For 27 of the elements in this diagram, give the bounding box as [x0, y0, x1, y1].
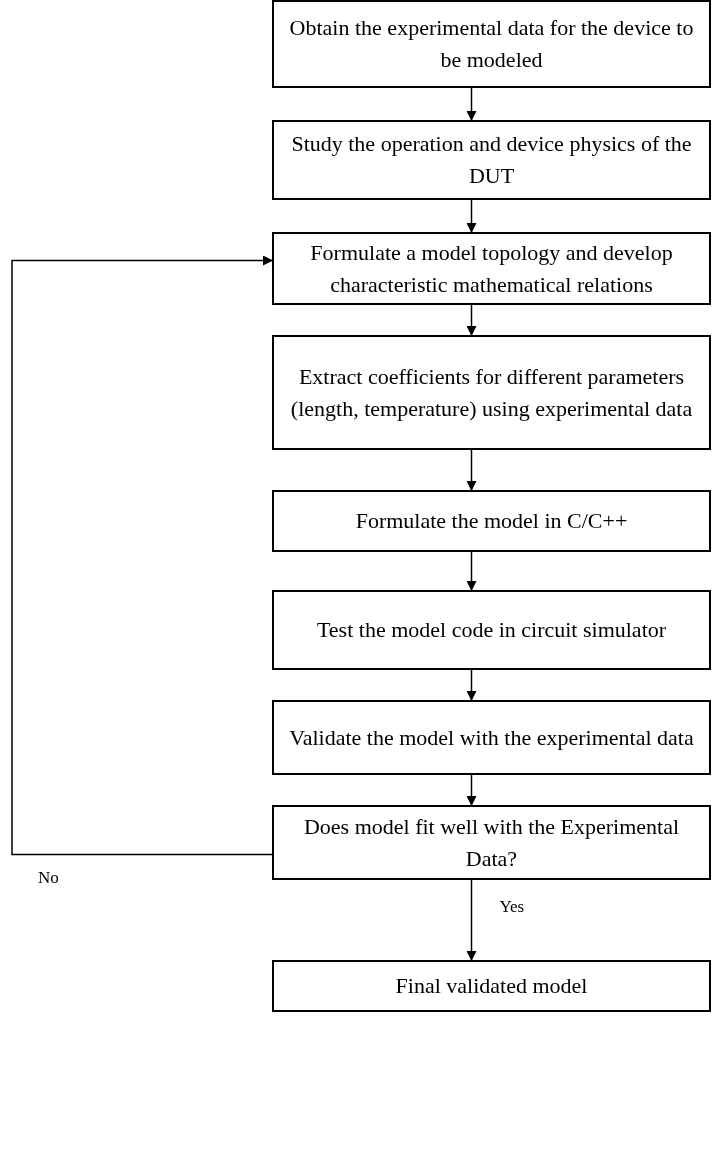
- box-text: Does model fit well with the Experimental Data?: [302, 812, 681, 873]
- process-box: [272, 335, 711, 450]
- box-text: Extract coefficients for different parameters (length, temperature) using experimental data: [289, 362, 694, 423]
- process-box: [272, 805, 711, 880]
- process-box: [272, 0, 711, 88]
- arrow: [466, 304, 477, 336]
- box-text: Final validated model: [395, 972, 588, 1001]
- arrow: [466, 199, 477, 233]
- box-text: Study the operation and device physics of the DUT: [290, 130, 693, 190]
- arrow: [11, 255, 273, 856]
- box-text: Obtain the experimental data for the device to be modeled: [288, 14, 695, 74]
- box-text: Formulate the model in C/C++: [355, 507, 628, 536]
- arrow: [466, 774, 477, 806]
- box-text: Formulate a model topology and develop characteristic mathematical relations: [309, 238, 674, 299]
- arrow: [466, 879, 477, 961]
- process-box: [272, 120, 711, 200]
- box-text: Test the model code in circuit simulator: [316, 616, 667, 645]
- process-box: [272, 232, 711, 305]
- process-box: [272, 960, 711, 1012]
- process-box: [272, 490, 711, 552]
- arrow: [466, 87, 477, 121]
- arrow: [466, 449, 477, 491]
- arrow: [466, 669, 477, 701]
- process-box: [272, 700, 711, 775]
- arrow: [466, 551, 477, 591]
- box-text: Validate the model with the experimental data: [289, 723, 694, 752]
- process-box: [272, 590, 711, 670]
